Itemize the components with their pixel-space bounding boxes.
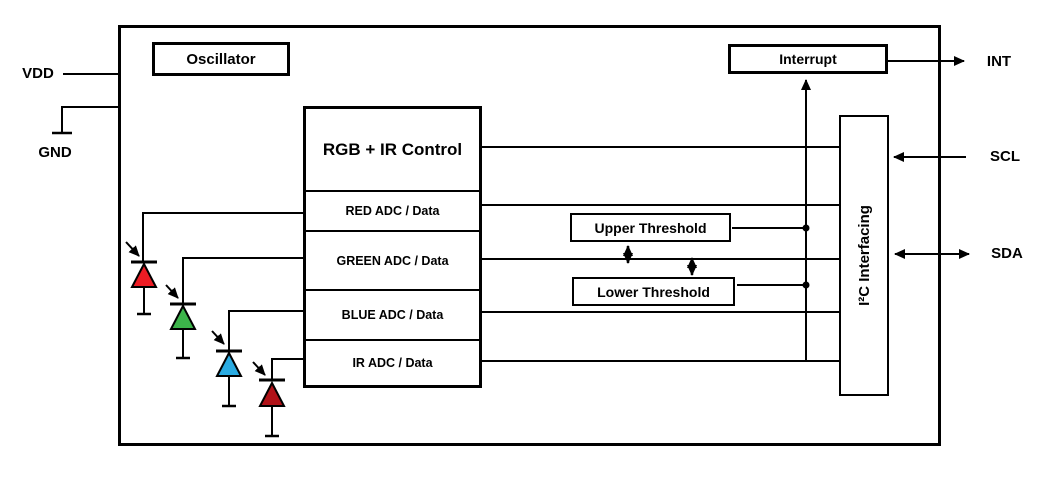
oscillator-block: Oscillator [152, 42, 290, 76]
pin-label-sda: SDA [991, 245, 1023, 262]
wire-green-to-adc [182, 257, 305, 303]
light-arrow-icon [125, 241, 140, 257]
photodiode-green-icon [165, 284, 197, 360]
lower-threshold-label: Lower Threshold [597, 283, 710, 300]
junction-dot [802, 281, 810, 289]
i2c-label: I²C Interfacing [855, 205, 873, 306]
chip-boundary [118, 25, 941, 446]
junction-dot [802, 224, 810, 232]
upper-threshold-label: Upper Threshold [594, 219, 707, 236]
wire-blue-to-adc [228, 310, 305, 350]
wire-red-to-adc [142, 212, 305, 261]
pin-label-scl: SCL [990, 148, 1020, 165]
light-arrow-icon [165, 284, 179, 299]
lower-threshold-block: Lower Threshold [572, 277, 735, 306]
pin-label-int: INT [986, 53, 1012, 70]
control-title: RGB + IR Control [322, 139, 463, 159]
i2c-block: I²C Interfacing [839, 115, 889, 396]
photodiode-ir-icon [252, 361, 286, 438]
photodiode-blue-icon [211, 330, 243, 408]
wire-ir-to-adc [271, 358, 305, 379]
adc-row-blue: BLUE ADC / Data [306, 289, 479, 339]
interrupt-label: Interrupt [779, 51, 837, 67]
upper-threshold-block: Upper Threshold [570, 213, 731, 242]
light-arrow-icon [211, 330, 225, 345]
gnd-lead-wire [52, 106, 120, 135]
adc-row-ir: IR ADC / Data [306, 339, 479, 385]
adc-row-red: RED ADC / Data [306, 190, 479, 230]
adc-row-green: GREEN ADC / Data [306, 230, 479, 289]
interrupt-block: Interrupt [728, 44, 888, 74]
control-block: RGB + IR Control RED ADC / Data GREEN AD… [303, 106, 482, 388]
oscillator-label: Oscillator [186, 50, 256, 68]
pin-label-vdd: VDD [22, 65, 54, 82]
light-arrow-icon [252, 361, 266, 376]
pin-label-gnd: GND [38, 144, 72, 161]
photodiode-red-icon [125, 241, 158, 316]
